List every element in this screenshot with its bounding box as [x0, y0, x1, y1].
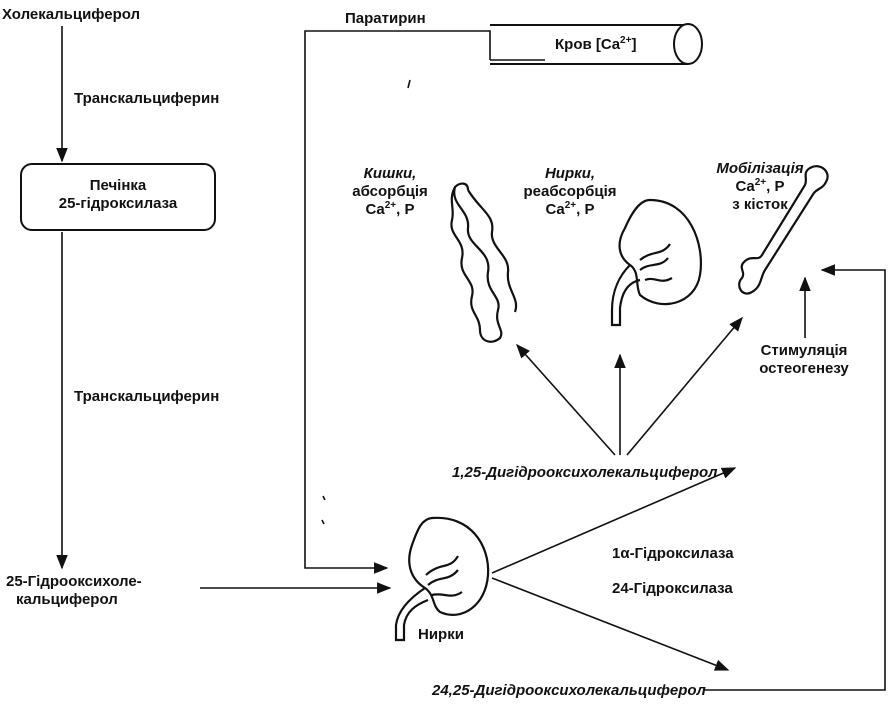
kidney-top-illustration [610, 198, 702, 327]
dihydroxy-125-label: 1,25-Дигідрооксихолекальциферол [452, 464, 718, 481]
transcalciferin-label-top: Транскальциферин [74, 90, 220, 107]
intestine-p: , P [396, 201, 415, 218]
parathyrin-feedback-line [304, 30, 491, 574]
kidney-top-line1: Нирки, [544, 165, 596, 182]
kidney-top-line3: Ca2+, P [520, 201, 620, 219]
arrow-kidney-to-125 [491, 467, 737, 574]
liver-label: Печінка 25-гідроксилаза [20, 177, 216, 213]
blood-vessel-cylinder [490, 23, 703, 65]
cholecalciferol-label: Холекальциферол [2, 6, 141, 23]
intestine-sup: 2+ [384, 200, 397, 211]
hydroxy25-line2: кальциферол [16, 591, 118, 608]
intestine-line2: абсорбція [352, 183, 428, 200]
arrow-to-intestine [516, 343, 616, 456]
kidney-top-line2: реабсорбція [523, 183, 617, 200]
mobilization-line2: Ca2+, P [700, 178, 820, 196]
mobilization-sup: 2+ [754, 177, 767, 188]
mobilization-line3: з кісток [732, 196, 788, 213]
liver-label-line1: Печінка [89, 177, 147, 194]
blood-sup: 2+ [620, 35, 632, 46]
arrow-kidney-to-2425 [491, 577, 730, 671]
intestine-ca: Ca [365, 201, 385, 218]
enzyme-1a-label: 1α-Гідроксилаза [612, 545, 734, 562]
kidney-bottom-label: Нирки [418, 626, 464, 643]
kidney-top-p: , P [576, 201, 595, 218]
dihydroxy-2425-label: 24,25-Дигідрооксихолекальциферол [432, 682, 706, 699]
scan-mark [407, 79, 411, 89]
osteogenesis-line1: Стимуляція [760, 342, 848, 359]
mobilization-p: , P [766, 178, 785, 195]
blood-end: ] [631, 36, 637, 53]
liver-label-line2: 25-гідроксилаза [58, 195, 178, 212]
mobilization-label: Мобілізація Ca2+, P з кісток [700, 160, 820, 214]
hydroxy25-label: 25-Гідрооксихоле- кальциферол [6, 573, 142, 609]
transcalciferin-label-bottom: Транскальциферин [74, 388, 220, 405]
osteogenesis-label: Стимуляція остеогенезу [748, 342, 860, 378]
bone-illustration [738, 165, 829, 295]
mobilization-ca: Ca [735, 178, 755, 195]
kidney-bottom-illustration [394, 516, 490, 642]
intestine-label: Кишки, абсорбція Ca2+, P [340, 165, 440, 219]
intestine-line3: Ca2+, P [340, 201, 440, 219]
blood-label: Кров [Ca2+] [555, 36, 636, 54]
kidney-top-label: Нирки, реабсорбція Ca2+, P [520, 165, 620, 219]
blood-text: Кров [Ca [555, 36, 621, 53]
kidney-top-sup: 2+ [564, 200, 577, 211]
osteogenesis-line2: остеогенезу [759, 360, 849, 377]
enzyme-24-label: 24-Гідроксилаза [612, 580, 733, 597]
arrow-to-bone [626, 316, 743, 456]
mobilization-line1: Мобілізація [716, 160, 804, 177]
parathyrin-label: Паратирин [345, 10, 426, 27]
liver-box [20, 163, 216, 231]
intestine-illustration [450, 182, 518, 343]
intestine-line1: Кишки, [363, 165, 417, 182]
kidney-top-ca: Ca [545, 201, 565, 218]
hydroxy25-line1: 25-Гідрооксихоле- [6, 573, 142, 590]
scan-mark [321, 495, 326, 525]
arrow-24-25-to-bone [705, 264, 886, 691]
